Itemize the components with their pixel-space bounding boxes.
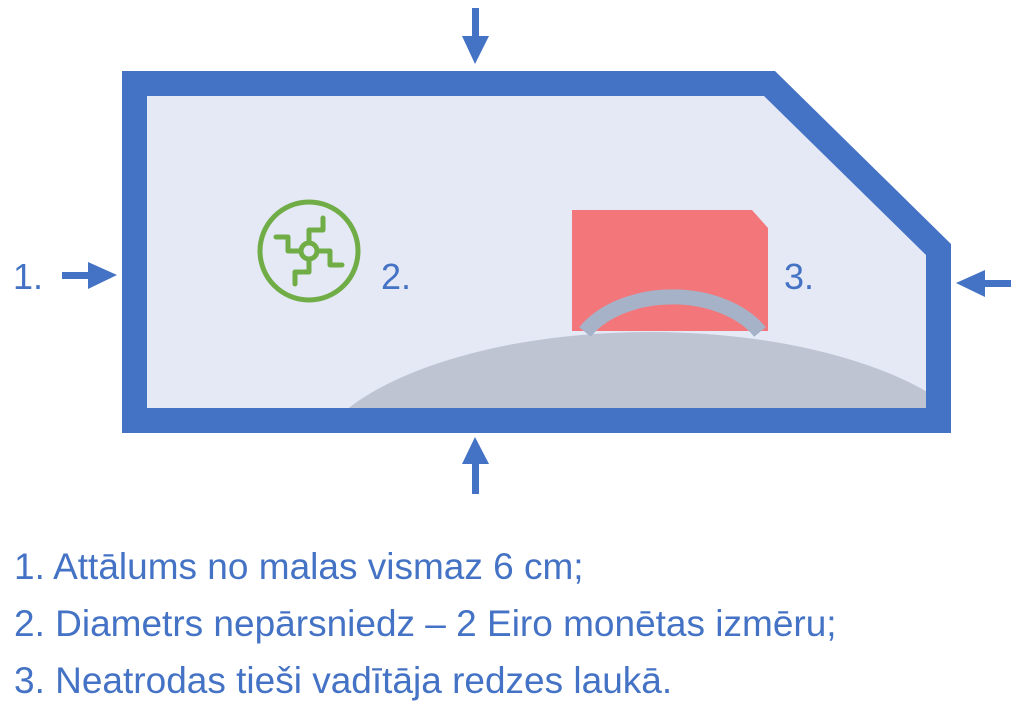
circuit-sensor-icon [257, 199, 361, 303]
arrow-left-icon [62, 262, 117, 289]
legend-item-view-field: 3. Neatrodas tieši vadītāja redzes laukā… [14, 660, 673, 701]
arrow-right-icon [956, 270, 1011, 297]
legend-item-diameter: 2. Diametrs nepārsniedz – 2 Eiro monētas… [14, 603, 837, 644]
arrow-bottom-icon [462, 437, 489, 494]
dashboard-shape [305, 332, 926, 408]
label-edge-distance: 1. [13, 256, 43, 297]
arrow-top-icon [462, 8, 489, 64]
requirements-legend: 1. Attālums no malas vismaz 6 cm; 2. Dia… [14, 538, 837, 709]
legend-item-edge-distance: 1. Attālums no malas vismaz 6 cm; [14, 546, 584, 587]
label-sensor: 2. [381, 256, 411, 297]
label-mirror-zone: 3. [784, 256, 814, 297]
rearview-mirror [579, 289, 766, 337]
windshield-diagram: 1. 2. 3. [13, 8, 1011, 494]
